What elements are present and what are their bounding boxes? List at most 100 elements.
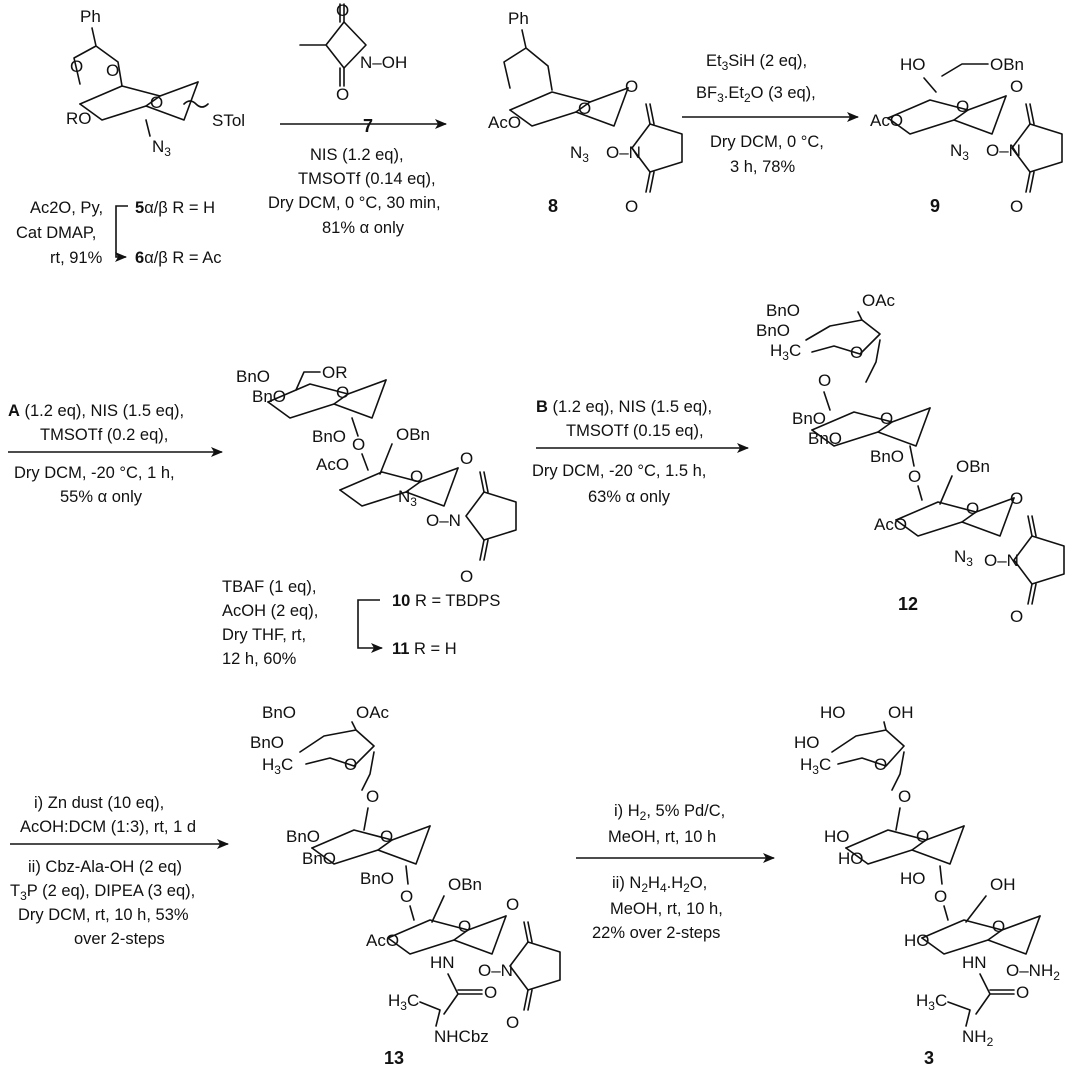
o-n-label: O–N (984, 551, 1019, 570)
compound-9-structure: HO OBn O AcO N3 O–N O O 9 (870, 55, 1063, 216)
compound-8-structure: Ph O AcO N3 O–N O O 8 (488, 9, 683, 216)
obn-label: OBn (990, 55, 1024, 74)
step-8-line: 22% over 2-steps (592, 924, 720, 942)
step-1-arrow (115, 205, 128, 262)
o-label: O (352, 435, 365, 454)
ph-label: Ph (508, 9, 529, 28)
step-2-line: NIS (1.2 eq), (310, 146, 404, 164)
oh-label: OH (888, 703, 914, 722)
bno-label: BnO (766, 301, 800, 320)
step-2-conditions: NIS (1.2 eq), TMSOTf (0.14 eq), Dry DCM,… (268, 146, 441, 237)
o-label: O (336, 383, 349, 402)
bno-label: BnO (236, 367, 270, 386)
compound-5-6-structure: Ph O O O RO N3 STol (66, 7, 245, 159)
step-2-line: TMSOTf (0.14 eq), (298, 170, 436, 188)
obn-label: OBn (448, 875, 482, 894)
step-6-arrow (357, 599, 383, 653)
bno-label: BnO (870, 447, 904, 466)
o-n-label: O–N (478, 961, 513, 980)
step-7-line: over 2-steps (74, 930, 165, 948)
ho-label: HO (820, 703, 846, 722)
step-7-line: Dry DCM, rt, 10 h, 53% (18, 906, 189, 924)
ho-label: HO (900, 869, 926, 888)
compound-3-structure: HO OH HO H3C O O O HO HO HO O OH O HO HN… (794, 703, 1060, 1068)
h3c-label: H3C (916, 991, 947, 1013)
o-label: O (966, 499, 979, 518)
oac-label: OAc (356, 703, 390, 722)
o-label: O (850, 343, 863, 362)
o-label: O (992, 917, 1005, 936)
o-label: O (956, 97, 969, 116)
compound-10-11-structure: OR O BnO BnO BnO O OBn O AcO N3 O–N O O (236, 363, 517, 586)
nhcbz-label: NHCbz (434, 1027, 489, 1046)
o-label: O (578, 99, 591, 118)
o-label: O (380, 827, 393, 846)
ro-label: RO (66, 109, 92, 128)
compound-12-structure: BnO OAc BnO H3C O O O BnO BnO BnO O OBn … (756, 291, 1065, 626)
ho-label: HO (900, 55, 926, 74)
o-label: O (898, 787, 911, 806)
step-8-line: ii) N2H4.H2O, (612, 874, 707, 895)
step-4-conditions: A (1.2 eq), NIS (1.5 eq), TMSOTf (0.2 eq… (8, 402, 223, 506)
step-6-line: 12 h, 60% (222, 650, 297, 668)
step-8-conditions: i) H2, 5% Pd/C, MeOH, rt, 10 h ii) N2H4.… (576, 802, 775, 942)
o-label: O (1010, 607, 1023, 626)
bno-label: BnO (792, 409, 826, 428)
step-4-line: 55% α only (60, 488, 143, 506)
n-oh-label: N–OH (360, 53, 407, 72)
n3-label: N3 (954, 547, 973, 569)
h3c-label: H3C (770, 341, 801, 363)
o-label: O (1010, 489, 1023, 508)
bno-label: BnO (286, 827, 320, 846)
o-label: O (908, 467, 921, 486)
aco-label: AcO (488, 113, 521, 132)
step-3-line: 3 h, 78% (730, 158, 795, 176)
step-7-conditions: i) Zn dust (10 eq), AcOH:DCM (1:3), rt, … (10, 794, 229, 948)
compound-7-label: 7 (363, 116, 373, 136)
step-8-line: MeOH, rt, 10 h, (610, 900, 723, 918)
ho-label: HO (824, 827, 850, 846)
o-label: O (344, 755, 357, 774)
o-label: O (874, 755, 887, 774)
ho-label: HO (794, 733, 820, 752)
or-label: OR (322, 363, 348, 382)
bno-label: BnO (250, 733, 284, 752)
n3-label: N3 (398, 487, 417, 509)
step-5-line: B (1.2 eq), NIS (1.5 eq), (536, 398, 712, 416)
hn-label: HN (430, 953, 455, 972)
step-5-line: 63% α only (588, 488, 671, 506)
ho-label: HO (904, 931, 930, 950)
step-4-line: A (1.2 eq), NIS (1.5 eq), (8, 402, 184, 420)
o-label: O (460, 567, 473, 586)
o-n-label: O–N (426, 511, 461, 530)
o-label: O (150, 93, 163, 112)
step-6-line: Dry THF, rt, (222, 626, 306, 644)
step-1-line: Ac2O, Py, (30, 199, 103, 217)
stol-label: STol (212, 111, 245, 130)
compound-5-label: 5α/β R = H (135, 199, 215, 217)
step-2-line: 81% α only (322, 219, 405, 237)
compound-12-label: 12 (898, 594, 918, 614)
h3c-label: H3C (262, 755, 293, 777)
aco-label: AcO (874, 515, 907, 534)
step-8-line: MeOH, rt, 10 h (608, 828, 716, 846)
step-1-line: Cat DMAP, (16, 224, 96, 242)
step-7-line: T3P (2 eq), DIPEA (3 eq), (10, 882, 195, 903)
o-label: O (934, 887, 947, 906)
compound-13-structure: BnO OAc BnO H3C O O O BnO BnO BnO O OBn … (250, 703, 561, 1068)
step-7-line: ii) Cbz-Ala-OH (2 eq) (28, 858, 182, 876)
o-label: O (506, 895, 519, 914)
o-label: O (336, 1, 349, 20)
step-3-conditions: Et3SiH (2 eq), BF3.Et2O (3 eq), Dry DCM,… (682, 52, 859, 176)
o-label: O (410, 467, 423, 486)
oac-label: OAc (862, 291, 896, 310)
step-5-conditions: B (1.2 eq), NIS (1.5 eq), TMSOTf (0.15 e… (532, 398, 749, 506)
step-3-line: BF3.Et2O (3 eq), (696, 84, 816, 105)
compound-10-label: 10 R = TBDPS (392, 592, 500, 610)
step-7-line: AcOH:DCM (1:3), rt, 1 d (20, 818, 196, 836)
oh-label: OH (990, 875, 1016, 894)
aco-label: AcO (316, 455, 349, 474)
step-1-conditions: Ac2O, Py, Cat DMAP, rt, 91% 5α/β R = H 6… (16, 199, 221, 267)
compound-3-label: 3 (924, 1048, 934, 1068)
obn-label: OBn (396, 425, 430, 444)
